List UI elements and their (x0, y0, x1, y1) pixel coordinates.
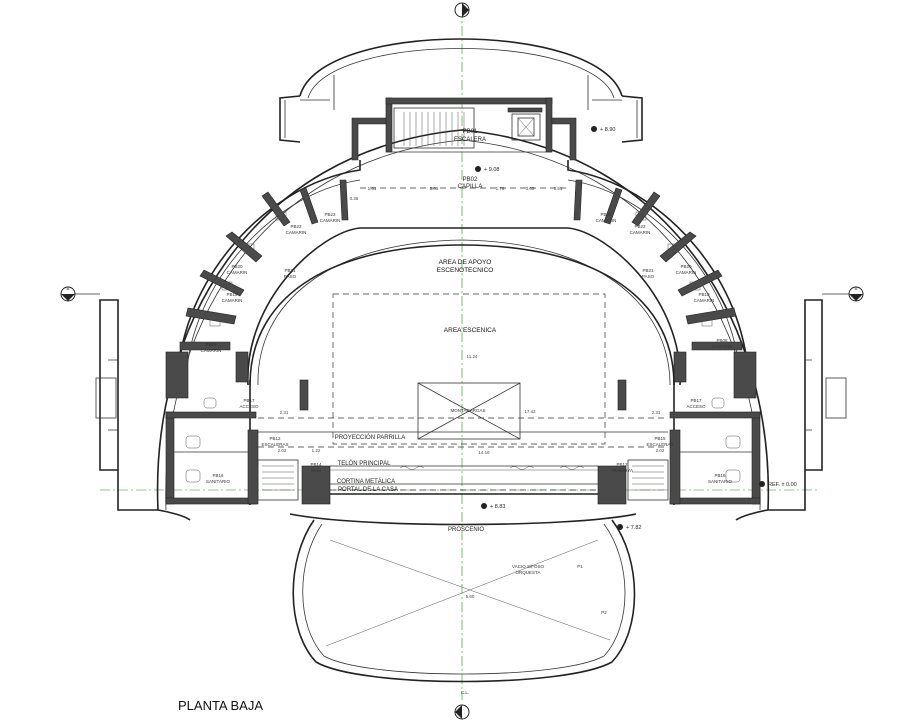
room-name-pb22-right: CAMARIN (630, 230, 651, 235)
room-code-pb23-right: PB23 (600, 212, 612, 217)
top-crown (279, 38, 643, 143)
level-capilla: + 9.08 (484, 167, 499, 173)
level-ref: REF. ± 0.00 (768, 482, 797, 488)
room-name-pb14: MAN (311, 468, 321, 473)
dim-7: 17.42 (524, 409, 536, 414)
dim-5: 1.51 (554, 186, 563, 191)
left-lower-block (165, 379, 331, 505)
room-name-pb08: CAMARIN (712, 344, 733, 349)
level-proscenio: + 8.83 (490, 504, 505, 510)
dim-3: 1.76 (496, 186, 505, 191)
dim-8: 14.16 (478, 450, 490, 455)
room-name-pb12-right: TRAMOYA (611, 468, 633, 473)
room-code-pb02: PB02 (463, 177, 478, 183)
room-code-pb22-left: PB22 (290, 224, 302, 229)
dim-9: 2.31 (280, 410, 289, 415)
room-code-pb17-left: PB17 (243, 398, 255, 403)
room-code-pb16-right: PB16 (714, 473, 726, 478)
telon-principal-label: TELÓN PRINCIPAL (338, 460, 392, 467)
dim-11: 5.60 (466, 594, 475, 599)
montacargas-label: MONTACARGAS (451, 408, 486, 413)
room-code-pb19-right: PB19 (698, 292, 710, 297)
room-name-pb12-left: ESCALERAS (261, 442, 288, 447)
drawing-title: PLANTA BAJA (178, 698, 263, 713)
level-symbols (475, 126, 765, 530)
room-name-pb20-left: CAMARIN (227, 270, 248, 275)
room-code-pb17-right: PB17 (690, 398, 702, 403)
room-name-pb02: CAPILLA (458, 184, 483, 190)
center-line-label: C.L. (461, 690, 469, 695)
dim-1: 1.51 (368, 186, 377, 191)
room-code-pb21-right: PB21 (642, 268, 654, 273)
dim-2: 5.65 (430, 186, 439, 191)
room-name-pb20-right: CAMARIN (676, 270, 697, 275)
room-code-pb16-left: PB16 (212, 473, 224, 478)
room-code-pb14: PB14 (310, 462, 322, 467)
dim-15: 0.36 (350, 196, 359, 201)
room-name-pb18-left: CAMARIN (201, 348, 222, 353)
room-name-pb01: ESCALERA (454, 137, 486, 143)
room-name-pb21-left: PASO (284, 274, 297, 279)
dim-13: 2.02 (278, 448, 287, 453)
support-area-label-2: ESCENOTECNICO (437, 267, 494, 274)
room-name-pb17-left: ACCESO (239, 404, 259, 409)
section-marker-top (454, 2, 470, 18)
dressing-ring (165, 160, 757, 399)
section-marker-bottom (454, 704, 470, 720)
portal-casa-label: PORTAL DE LA CASA (338, 487, 398, 493)
room-name-pb16-left: SANITARIO (206, 479, 230, 484)
top-core (351, 97, 577, 189)
room-code-pb08: PB08 (716, 338, 728, 343)
right-lower-block (597, 379, 761, 505)
room-code-pb12-right: PB12 (616, 462, 628, 467)
section-letter-right: B (854, 286, 857, 291)
room-code-pb01: PB01 (463, 129, 478, 135)
room-name-pb19-left: CAMARIN (222, 298, 243, 303)
dim-4: 3.05 (526, 186, 535, 191)
room-code-pb22-right: PB22 (634, 224, 646, 229)
room-code-pb20-left: PB20 (231, 264, 243, 269)
room-name-pb16-right: SANITARIO (708, 479, 732, 484)
orchestra-pit (289, 513, 637, 683)
room-code-pb19-left: PB19 (226, 292, 238, 297)
room-code-pb23-left: PB23 (324, 212, 336, 217)
room-name-pb23-right: CAMARIN (596, 218, 617, 223)
room-name-pb21-right: PASO (642, 274, 655, 279)
room-code-pb12-left: PB12 (269, 436, 281, 441)
dim-6: 11.24 (467, 354, 478, 359)
pit-label-1: VACIO S/FOSO (512, 564, 544, 569)
room-code-pb21-left: PB21 (284, 268, 296, 273)
dim-14: 2.02 (656, 448, 665, 453)
dim-12: 1.22 (312, 448, 321, 453)
proscenio-label: PROSCENIO (448, 527, 484, 533)
section-marker-right (822, 286, 864, 302)
level-top: + 8.90 (600, 127, 615, 133)
proyeccion-parrilla-label: PROYECCIÓN PARRILLA (335, 434, 406, 441)
marker-p2: P2 (601, 610, 607, 615)
room-name-pb19-right: CAMARIN (694, 298, 715, 303)
room-name-pb15: ESCALERAS (646, 442, 673, 447)
room-code-pb20-right: PB20 (680, 264, 692, 269)
stage-area-label: AREA ESCENICA (444, 327, 497, 334)
room-name-pb22-left: CAMARIN (286, 230, 307, 235)
section-marker-left (60, 286, 100, 302)
room-name-pb17-right: ACCESO (686, 404, 706, 409)
pit-label-2: ORQUESTA (516, 570, 541, 575)
room-name-pb23-left: CAMARIN (320, 218, 341, 223)
dim-10: 2.31 (652, 410, 661, 415)
room-code-pb18-left: PB18 (205, 342, 217, 347)
level-right: + 7.82 (626, 525, 641, 531)
cortina-metalica-label: CORTINA METÁLICA (337, 478, 395, 485)
room-code-pb15: PB15 (654, 436, 666, 441)
support-area-label-1: AREA DE APOYO (439, 259, 492, 266)
section-letter-left: B (66, 286, 69, 291)
marker-p1: P1 (577, 564, 583, 569)
